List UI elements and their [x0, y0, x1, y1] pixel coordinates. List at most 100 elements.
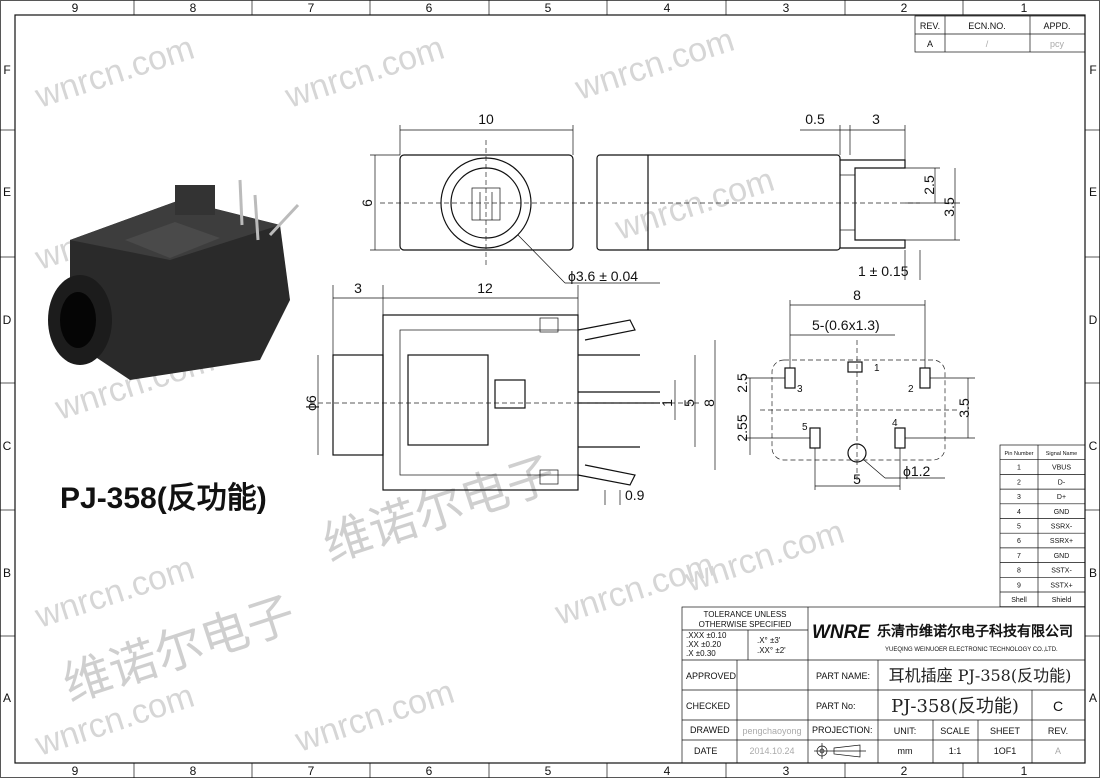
column-label: 7: [308, 764, 315, 778]
dim-top-8: 8: [701, 399, 717, 407]
pin-number: 9: [1017, 582, 1021, 589]
rev-header: REV.: [920, 21, 940, 31]
rev-label: REV.: [1048, 726, 1068, 736]
column-label: 9: [72, 1, 79, 15]
dim-side-1: 1 ± 0.15: [858, 263, 909, 279]
signal-name: Shield: [1052, 597, 1072, 604]
pcb-footprint: [745, 300, 975, 490]
dim-fp-pads: 5-(0.6x1.3): [812, 317, 880, 333]
tolerance-title: OTHERWISE SPECIFIED: [699, 620, 792, 629]
row-label: E: [1089, 185, 1097, 199]
signal-name: SSRX+: [1050, 538, 1073, 545]
watermark: wnrcn.com: [290, 673, 459, 760]
dim-fp-8: 8: [853, 287, 861, 303]
approved-label: APPROVED: [686, 671, 737, 681]
pin-number: 4: [1017, 509, 1021, 516]
dim-top-1: 1: [659, 399, 675, 407]
dim-side-0-5: 0.5: [805, 111, 825, 127]
dim-front-height: 6: [359, 199, 375, 207]
row-label: F: [3, 63, 10, 77]
column-label: 3: [783, 764, 790, 778]
dim-fp-2-5: 2.5: [734, 373, 750, 393]
dim-side-2-5: 2.5: [921, 175, 937, 195]
watermarks: wnrcn.com wnrcn.com wnrcn.com wnrcn.com …: [30, 21, 849, 764]
watermark-cn: 维诺尔电子: [317, 448, 562, 573]
watermark: wnrcn.com: [30, 29, 199, 116]
pin-label: 5: [802, 422, 808, 433]
unit-label: UNIT:: [894, 726, 917, 736]
signal-name: SSTX-: [1051, 568, 1072, 575]
rev-value: A: [927, 39, 933, 49]
watermark: wnrcn.com: [30, 549, 199, 636]
column-label: 8: [190, 764, 197, 778]
tolerance-value: .XX ±0.20: [686, 640, 722, 649]
pin-label: 4: [892, 418, 898, 429]
watermark: wnrcn.com: [610, 161, 779, 248]
signal-name: SSTX+: [1050, 582, 1072, 589]
dim-top-0-9: 0.9: [625, 487, 645, 503]
part-no-label: PART No:: [816, 701, 856, 711]
ecn-value: /: [986, 39, 989, 49]
top-view: [310, 285, 716, 505]
dim-hole-diameter: ϕ3.6 ± 0.04: [568, 268, 638, 284]
column-label: 2: [901, 764, 908, 778]
pin-label: 3: [797, 384, 803, 395]
dim-fp-dia1-2: ϕ1.2: [903, 463, 931, 479]
date-label: DATE: [694, 746, 717, 756]
checked-label: CHECKED: [686, 701, 731, 711]
signal-name: D-: [1058, 479, 1066, 486]
part-rev: C: [1053, 698, 1063, 714]
dim-fp-3-5: 3.5: [956, 398, 972, 418]
tolerance-value: .X ±0.30: [686, 649, 716, 658]
pin-number-header: Pin Number: [1004, 451, 1033, 457]
tolerance-value: .XXX ±0.10: [686, 631, 727, 640]
projection-label: PROJECTION:: [812, 725, 873, 735]
row-label: C: [1089, 439, 1098, 453]
pin-number: 2: [1017, 479, 1021, 486]
dim-top-5: 5: [681, 399, 697, 407]
pin-number: Shell: [1011, 597, 1027, 604]
product-label: PJ-358(反功能): [60, 482, 267, 515]
pin-number: 1: [1017, 465, 1021, 472]
rev-value: A: [1055, 746, 1061, 756]
column-label: 1: [1021, 1, 1028, 15]
dim-front-width: 10: [478, 111, 494, 127]
sheet-label: SHEET: [990, 726, 1021, 736]
appd-header: APPD.: [1043, 21, 1070, 31]
column-label: 6: [426, 1, 433, 15]
watermark: wnrcn.com: [570, 21, 739, 108]
signal-name: GND: [1054, 509, 1070, 516]
watermark: wnrcn.com: [680, 513, 849, 600]
tolerance-title: TOLERANCE UNLESS: [704, 610, 787, 619]
row-label: F: [1089, 63, 1096, 77]
dim-top-12: 12: [477, 280, 493, 296]
ecn-header: ECN.NO.: [968, 21, 1006, 31]
watermark: wnrcn.com: [280, 29, 449, 116]
dim-side-3: 3: [872, 111, 880, 127]
sheet-value: 1OF1: [994, 746, 1017, 756]
angle-tolerance: .XX° ±2': [757, 646, 786, 655]
front-view: [370, 125, 660, 284]
row-label: D: [1089, 313, 1098, 327]
drawed-value: pengchaoyong: [742, 726, 801, 736]
company-name-en: YUEQING WEINUOER ELECTRONIC TECHNOLOGY C…: [885, 647, 1058, 653]
date-value: 2014.10.24: [749, 746, 794, 756]
company-logo: WNRE: [812, 622, 871, 643]
pin-number: 3: [1017, 494, 1021, 501]
part-name-value: 耳机插座 PJ-358(反功能): [889, 666, 1072, 685]
part-name-label: PART NAME:: [816, 671, 870, 681]
angle-tolerance: .X° ±3': [757, 636, 781, 645]
column-label: 3: [783, 1, 790, 15]
row-label: A: [3, 691, 11, 705]
column-label: 5: [545, 764, 552, 778]
part-no-value: PJ-358(反功能): [891, 696, 1019, 717]
column-label: 6: [426, 764, 433, 778]
signal-name-header: Signal Name: [1046, 451, 1078, 457]
pin-number: 7: [1017, 553, 1021, 560]
company-name-cn: 乐清市维诺尔电子科技有限公司: [877, 623, 1073, 639]
projection-symbol-icon: [814, 743, 866, 759]
unit-value: mm: [898, 746, 913, 756]
signal-name: GND: [1054, 553, 1070, 560]
drawed-label: DRAWED: [690, 725, 730, 735]
